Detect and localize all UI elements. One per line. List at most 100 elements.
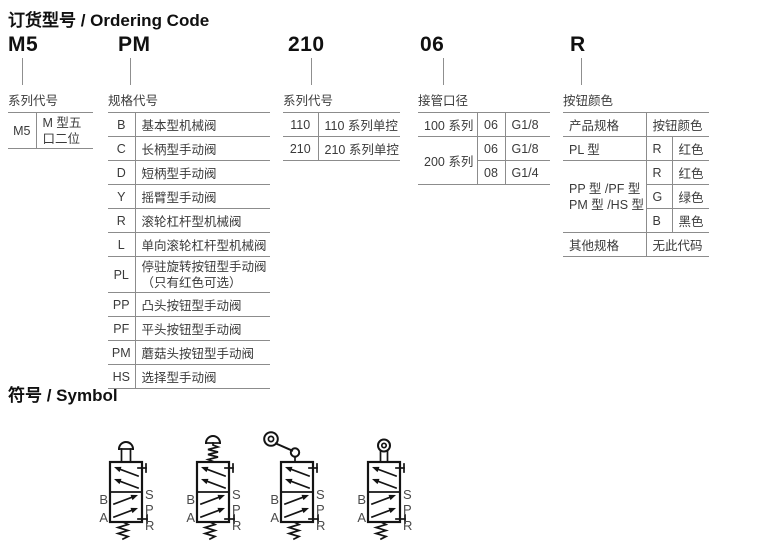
code-color: R	[570, 33, 586, 56]
port-size-table: 100 系列 06 G1/8 200 系列 06 G1/8 08 G1/4	[418, 112, 550, 185]
port-label: B	[99, 492, 108, 507]
label-series: 系列代号	[8, 94, 59, 108]
table-row: 110 110 系列单控	[283, 112, 400, 137]
valve-symbol-roller-plunger: B A S P R	[357, 438, 412, 541]
spec-cell: 其他规格	[563, 232, 646, 257]
code-cell: G	[645, 184, 672, 209]
desc-cell: 单向滚轮杠杆型机械阀	[134, 232, 270, 257]
spring-icon	[286, 520, 302, 541]
port-label: B	[270, 492, 279, 507]
code-cell: D	[108, 160, 135, 185]
port-label: R	[232, 518, 241, 533]
table-row: 210 210 系列单控	[283, 136, 400, 161]
spec-cell: PP 型 /PF 型 PM 型 /HS 型	[563, 160, 646, 233]
port-label: S	[145, 487, 154, 502]
code-cell: HS	[108, 364, 135, 389]
port-label: S	[232, 487, 241, 502]
valve-body-icon	[366, 460, 406, 541]
table-row: 产品规格 按钮颜色	[563, 112, 710, 137]
desc-cell: 基本型机械阀	[134, 112, 270, 137]
port-label: R	[316, 518, 325, 533]
connector-line	[581, 58, 582, 85]
table-row: 08 G1/4	[418, 160, 550, 185]
table-row: PF 平头按钮型手动阀	[108, 316, 270, 341]
plunger-icon	[117, 441, 135, 463]
header-cell: 按钮颜色	[645, 112, 710, 137]
spec-line: PP 型 /PF 型	[569, 181, 641, 196]
port-label: R	[403, 518, 412, 533]
desc-cell: 凸头按钮型手动阀	[134, 292, 270, 317]
color-cell: 红色	[671, 160, 710, 185]
valve-body-icon	[195, 460, 235, 541]
port-label: R	[145, 518, 154, 533]
connector-line	[130, 58, 131, 85]
desc-cell: 滚轮杠杆型机械阀	[134, 208, 270, 233]
desc-cell: 长柄型手动阀	[134, 136, 270, 161]
table-row: HS 选择型手动阀	[108, 364, 270, 389]
connector-line	[311, 58, 312, 85]
table-row: Y 摇臂型手动阀	[108, 184, 270, 209]
code-cell: 06	[476, 112, 505, 137]
desc-cell: 短柄型手动阀	[134, 160, 270, 185]
table-row: 100 系列 06 G1/8	[418, 112, 550, 137]
code-cell: 06	[476, 136, 505, 161]
spec-code-table: B 基本型机械阀 C 长柄型手动阀 D 短柄型手动阀 Y 摇臂型手动阀 R 滚轮…	[108, 112, 270, 389]
table-row: PL 型 R 红色	[563, 136, 710, 161]
code-cell: 08	[476, 160, 505, 185]
button-color-table: 产品规格 按钮颜色 PL 型 R 红色 PP 型 /PF 型 PM 型 /HS …	[563, 112, 710, 257]
desc-cell: M 型五 口二位	[35, 112, 93, 149]
table-row: 200 系列 06 G1/8	[418, 136, 550, 185]
code-cell: Y	[108, 184, 135, 209]
roller-lever-icon	[263, 431, 301, 463]
valve-body-icon	[108, 460, 148, 541]
label-series2: 系列代号	[283, 94, 334, 108]
code-cell: B	[645, 208, 672, 233]
port-label: A	[99, 510, 108, 525]
code-cell: PL	[108, 256, 135, 293]
table-row: M5 M 型五 口二位	[8, 112, 93, 149]
code-cell: C	[108, 136, 135, 161]
spring-icon	[202, 520, 218, 541]
valve-symbol-plunger: B A S P R	[99, 441, 154, 541]
port-label: S	[403, 487, 412, 502]
desc-cell: 摇臂型手动阀	[134, 184, 270, 209]
table-row: C 长柄型手动阀	[108, 136, 270, 161]
label-spec: 规格代号	[108, 94, 159, 108]
header-cell: 产品规格	[563, 112, 646, 137]
port-label: B	[186, 492, 195, 507]
desc-line: （只有红色可选）	[141, 275, 242, 290]
table-row: L 单向滚轮杠杆型机械阀	[108, 232, 270, 257]
port-label: P	[316, 502, 325, 517]
connector-line	[443, 58, 444, 85]
desc-line: 口二位	[42, 131, 81, 146]
valve-symbol-roller-lever: B A S P R	[263, 431, 325, 541]
code-cell: PF	[108, 316, 135, 341]
code-cell: B	[108, 112, 135, 137]
code-cell: R	[108, 208, 135, 233]
series2-code-table: 110 110 系列单控 210 210 系列单控	[283, 112, 400, 161]
connector-line	[22, 58, 23, 85]
code-cell: R	[645, 160, 672, 185]
table-row: G 绿色	[563, 184, 710, 209]
table-row: PP 凸头按钮型手动阀	[108, 292, 270, 317]
spec-line: PM 型 /HS 型	[569, 197, 645, 212]
series-cell: 200 系列	[418, 136, 477, 185]
spring-icon	[115, 520, 131, 541]
code-port: 06	[420, 33, 445, 56]
table-row: PM 蘑菇头按钮型手动阀	[108, 340, 270, 365]
color-cell: 绿色	[671, 184, 710, 209]
roller-plunger-icon	[377, 438, 391, 463]
port-label: P	[403, 502, 412, 517]
desc-cell: 210 系列单控	[317, 136, 400, 161]
desc-cell: 蘑菇头按钮型手动阀	[134, 340, 270, 365]
table-row: B 基本型机械阀	[108, 112, 270, 137]
spec-cell: PL 型	[563, 136, 646, 161]
valve-body-icon	[279, 460, 319, 541]
series-code-table: M5 M 型五 口二位	[8, 112, 93, 149]
value-cell: 无此代码	[645, 232, 710, 257]
size-cell: G1/4	[504, 160, 550, 185]
table-row: B 黑色	[563, 208, 710, 233]
code-cell: PP	[108, 292, 135, 317]
spring-plunger-icon	[204, 435, 222, 463]
